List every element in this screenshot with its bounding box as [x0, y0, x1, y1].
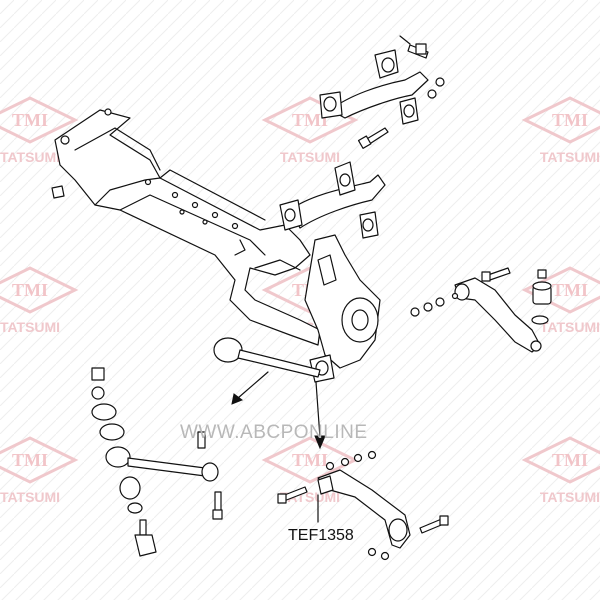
lower-link-tef1358 [277, 450, 449, 561]
brand-logo-diamond [261, 96, 359, 144]
brand-logo-text: TMI [292, 110, 328, 130]
part-number-label: TEF1358 [288, 527, 354, 544]
brand-logo-text: TMI [552, 450, 588, 470]
lateral-link [213, 337, 321, 378]
brand-watermark-1: TMI TATSUMI [0, 96, 79, 165]
trailing-arm-right [410, 267, 552, 353]
brand-logo-text: TMI [12, 110, 48, 130]
brand-logo-text: TMI [552, 110, 588, 130]
brand-logo-diamond [0, 436, 79, 484]
brand-logo-diamond [521, 96, 600, 144]
upper-control-arm-middle [279, 161, 386, 239]
brand-name-text: TATSUMI [280, 149, 340, 165]
brand-logo-diamond [0, 96, 79, 144]
brand-name-text: TATSUMI [0, 149, 60, 165]
brand-logo-diamond [521, 266, 600, 314]
brand-logo-text: TMI [12, 280, 48, 300]
rear-knuckle [304, 234, 381, 383]
brand-watermarks: TMI TATSUMI TMI TATSUMI TMI TATSUMI TMI TATSUMI… [0, 96, 600, 505]
brand-name-text: TATSUMI [0, 489, 60, 505]
brand-watermark-7: TMI TATSUMI [0, 436, 79, 505]
upper-control-arm-top [319, 35, 445, 149]
brand-watermark-3: TMI TATSUMI [521, 96, 600, 165]
brand-watermark-6: TMI TATSUMI [521, 266, 600, 335]
brand-logo-text: TMI [292, 450, 328, 470]
brand-watermark-2: TMI TATSUMI [261, 96, 359, 165]
brand-name-text: TATSUMI [540, 319, 600, 335]
brand-logo-diamond [521, 436, 600, 484]
exploded-view-arrows [231, 371, 326, 450]
site-watermark: WWW.ABCPONLINE [180, 422, 368, 443]
brand-logo-text: TMI [552, 280, 588, 300]
left-exploded-link-assembly [91, 367, 223, 557]
brand-watermark-9: TMI TATSUMI [521, 436, 600, 505]
brand-name-text: TATSUMI [540, 149, 600, 165]
brand-logo-text: TMI [12, 450, 48, 470]
brand-watermark-4: TMI TATSUMI [0, 266, 79, 335]
brand-name-text: TATSUMI [0, 319, 60, 335]
rear-subframe [51, 108, 321, 346]
brand-logo-diamond [0, 266, 79, 314]
brand-name-text: TATSUMI [540, 489, 600, 505]
